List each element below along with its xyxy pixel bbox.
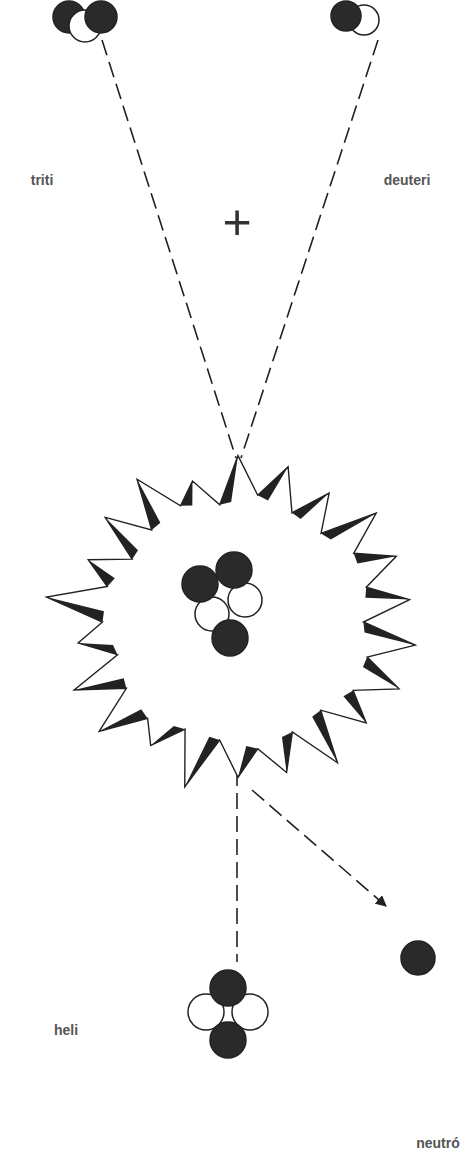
burst-shading <box>292 493 329 519</box>
neutron <box>401 941 435 975</box>
burst-shading <box>137 479 160 530</box>
burst-shading <box>363 622 415 645</box>
neutron <box>210 970 246 1006</box>
neutron <box>85 1 117 33</box>
neutron <box>216 552 252 588</box>
burst-shading <box>312 710 337 763</box>
burst-shading <box>343 690 366 723</box>
burst-shading <box>365 587 409 599</box>
nuclei <box>53 1 435 1058</box>
burst-shading <box>354 553 397 563</box>
burst-shading <box>238 746 258 777</box>
burst-shading <box>151 726 185 746</box>
neutron <box>210 1022 246 1058</box>
burst-shading <box>220 456 238 505</box>
burst-shading <box>185 737 220 787</box>
helium-path <box>236 770 238 962</box>
burst-shading <box>363 657 399 689</box>
burst-shading <box>74 678 126 690</box>
neutron <box>331 1 361 31</box>
neutron-path <box>252 790 386 906</box>
particle-label: neutró <box>416 1135 460 1152</box>
plus-sign: + <box>222 197 251 247</box>
particle-label: deuteri <box>384 172 431 189</box>
particle-label: heli <box>54 1022 78 1039</box>
neutron <box>212 620 248 656</box>
burst-shading <box>181 481 193 506</box>
burst-shading <box>282 732 292 772</box>
burst-shading <box>47 597 104 622</box>
burst-outline <box>47 456 416 787</box>
neutron <box>182 566 218 602</box>
burst-shading <box>78 643 117 655</box>
burst-shading <box>258 467 288 501</box>
burst-shading <box>88 560 115 587</box>
reaction-burst <box>47 456 416 787</box>
particle-label: triti <box>31 172 54 189</box>
burst-shading <box>99 709 147 731</box>
burst-shading <box>105 517 138 559</box>
burst-shading <box>321 513 376 539</box>
tritium-path <box>102 40 236 458</box>
deuterium-path <box>241 40 378 458</box>
